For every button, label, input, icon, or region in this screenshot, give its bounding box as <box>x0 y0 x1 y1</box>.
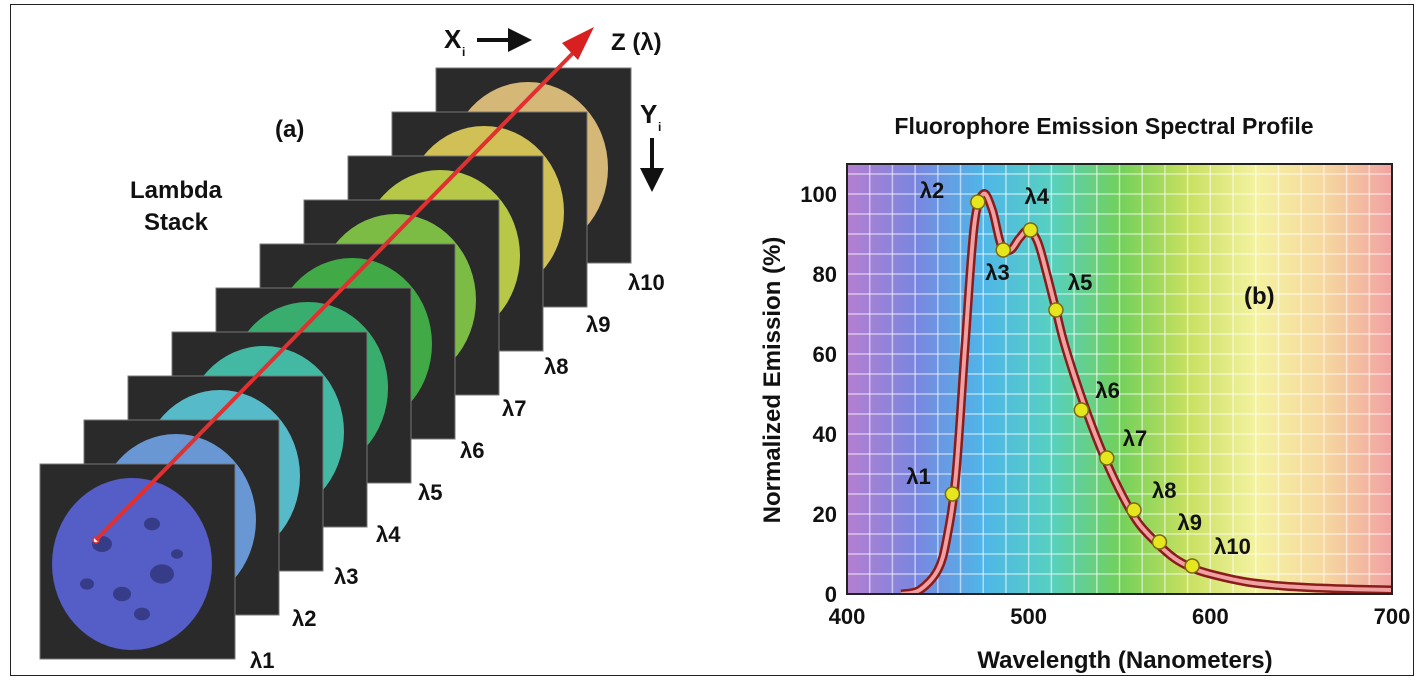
cell-image <box>52 478 212 650</box>
emission-point-label: λ7 <box>1123 426 1147 451</box>
stack-title-line2: Stack <box>144 209 209 236</box>
y-axis-title: Normalized Emission (%) <box>759 237 786 524</box>
slice-label: λ10 <box>628 270 665 295</box>
stack-title-line1: Lambda <box>130 177 223 204</box>
slice-label: λ1 <box>250 648 274 673</box>
y-tick-label: 40 <box>813 422 837 447</box>
emission-point <box>1126 502 1142 518</box>
chart-title: Fluorophore Emission Spectral Profile <box>894 113 1313 139</box>
emission-point-label: λ2 <box>920 178 944 203</box>
chart-grid <box>847 164 1392 594</box>
x-tick-label: 400 <box>829 604 866 629</box>
y-axis-label: Y <box>640 99 657 129</box>
emission-point-label: λ1 <box>906 464 930 489</box>
emission-point <box>970 194 986 210</box>
x-tick-label: 500 <box>1010 604 1047 629</box>
cell-speckle <box>80 578 94 590</box>
cell-speckle <box>171 549 183 559</box>
emission-point <box>1099 450 1115 466</box>
y-tick-label: 80 <box>813 262 837 287</box>
emission-point <box>1022 222 1039 238</box>
y-tick-label: 0 <box>825 582 837 607</box>
emission-point-label: λ3 <box>985 260 1009 285</box>
x-axis-label: X <box>444 24 462 54</box>
z-axis-label: Z (λ) <box>611 29 662 56</box>
slice-label: λ9 <box>586 312 610 337</box>
y-tick-label: 100 <box>800 182 837 207</box>
lambda-stack-panel: X i Z (λ) Y i (a) Lambda Stack λ10 λ9 λ8 λ7… <box>39 24 665 673</box>
emission-curve <box>901 191 1392 594</box>
emission-point <box>1184 558 1200 574</box>
slice-label: λ6 <box>460 438 484 463</box>
slice-label: λ8 <box>544 354 568 379</box>
x-tick-label: 600 <box>1192 604 1229 629</box>
emission-point <box>995 242 1011 258</box>
slice-labels: λ10 λ9 λ8 λ7 λ6 λ5 λ4 λ3 λ2 λ1 <box>250 270 665 673</box>
slice-label: λ3 <box>334 564 358 589</box>
emission-point <box>1048 302 1064 318</box>
z-axis-arrowhead-icon <box>562 27 594 60</box>
emission-point-label: λ9 <box>1177 510 1201 535</box>
cell-speckle <box>144 517 160 531</box>
emission-point-label: λ5 <box>1068 270 1092 295</box>
cell-speckle <box>134 607 150 621</box>
emission-point-label: λ6 <box>1095 378 1119 403</box>
stack-slice <box>39 463 236 660</box>
plot-border <box>846 163 1393 595</box>
panel-b-label: (b) <box>1244 283 1275 310</box>
emission-point-label: λ8 <box>1152 478 1176 503</box>
x-axis-subscript: i <box>462 45 465 59</box>
panel-a-label: (a) <box>275 116 304 143</box>
emission-point-label: λ10 <box>1214 534 1251 559</box>
emission-point <box>1151 534 1168 550</box>
x-axis-title: Wavelength (Nanometers) <box>977 647 1272 674</box>
emission-point-label: λ4 <box>1024 184 1049 209</box>
axis-ticks: 400 500 600 700 0 20 40 60 80 100 <box>800 182 1410 629</box>
y-tick-label: 20 <box>813 502 837 527</box>
cell-speckle <box>113 586 131 602</box>
slice-label: λ7 <box>502 396 526 421</box>
y-axis-subscript: i <box>658 120 661 134</box>
emission-chart-panel: Fluorophore Emission Spectral Profile λ1… <box>759 113 1410 674</box>
slice-label: λ2 <box>292 606 316 631</box>
y-tick-label: 60 <box>813 342 837 367</box>
emission-point <box>944 486 961 502</box>
slice-label: λ5 <box>418 480 442 505</box>
z-axis-line <box>94 50 576 542</box>
x-tick-label: 700 <box>1374 604 1411 629</box>
slice-label: λ4 <box>376 522 401 547</box>
emission-point <box>1073 402 1090 418</box>
cell-speckle <box>150 564 174 584</box>
